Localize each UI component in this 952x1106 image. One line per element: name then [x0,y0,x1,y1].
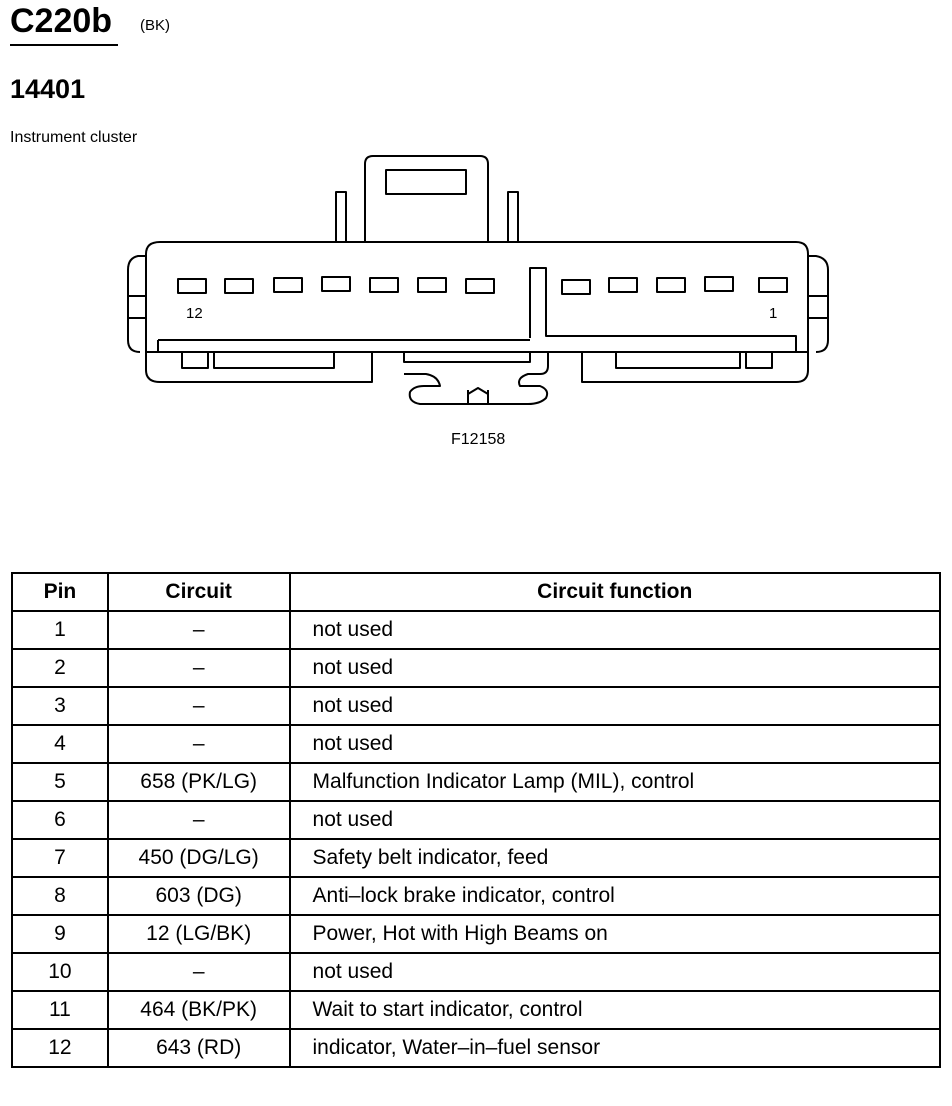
cell-circuit: 12 (LG/BK) [106,914,291,954]
connector-latch-post-left [335,191,347,243]
cell-function: not used [288,800,942,840]
column-header-circuit: Circuit [106,572,291,612]
cell-function: not used [288,952,942,992]
figure-id: F12158 [451,431,506,448]
connector-skirt [145,352,373,383]
table-row: 3–not used [11,686,942,726]
cell-function: indicator, Water–in–fuel sensor [288,1028,942,1068]
cell-function: Power, Hot with High Beams on [288,914,942,954]
pinout-table: Pin Circuit Circuit function 1–not used … [11,572,942,1068]
cell-pin: 2 [11,648,109,688]
cell-pin: 10 [11,952,109,992]
cell-pin: 5 [11,762,109,802]
cell-function: not used [288,724,942,764]
cell-function: not used [288,648,942,688]
table-row: 6–not used [11,800,942,840]
cell-circuit: 643 (RD) [106,1028,291,1068]
connector-key [529,267,797,352]
connector-ear-right [808,255,829,353]
column-header-function: Circuit function [288,572,942,612]
connector-diagram: 12 1 [127,155,829,405]
connector-ear-left [127,255,146,353]
pin-label-12: 12 [186,305,203,322]
cell-pin: 8 [11,876,109,916]
cell-function: not used [288,686,942,726]
table-header-row: Pin Circuit Circuit function [11,572,942,612]
pin-label-1: 1 [769,305,777,322]
cell-function: not used [288,610,942,650]
cell-circuit: – [106,800,291,840]
cell-circuit: – [106,724,291,764]
cell-pin: 12 [11,1028,109,1068]
cell-circuit: – [106,610,291,650]
connector-id: C220b [10,2,113,40]
cell-circuit: 450 (DG/LG) [106,838,291,878]
cell-pin: 11 [11,990,109,1030]
pin-cavities-left [177,276,495,294]
cell-circuit: 658 (PK/LG) [106,762,291,802]
table-row: 10–not used [11,952,942,992]
connector-latch [364,155,489,242]
connector-latch-post-right [507,191,519,243]
color-code: (BK) [140,17,170,34]
table-row: 1–not used [11,610,942,650]
table-row: 2–not used [11,648,942,688]
part-number: 14401 [10,74,86,104]
cell-pin: 9 [11,914,109,954]
pin-cavities-right [561,276,788,295]
cell-pin: 6 [11,800,109,840]
cell-pin: 4 [11,724,109,764]
cell-circuit: – [106,648,291,688]
table-row: 4–not used [11,724,942,764]
cell-function: Malfunction Indicator Lamp (MIL), contro… [288,762,942,802]
cell-pin: 7 [11,838,109,878]
connector-bottom-tab [403,352,549,405]
cell-circuit: – [106,952,291,992]
connector-latch-window [385,169,467,195]
cell-function: Wait to start indicator, control [288,990,942,1030]
cell-circuit: 603 (DG) [106,876,291,916]
cell-function: Anti–lock brake indicator, control [288,876,942,916]
cell-circuit: 464 (BK/PK) [106,990,291,1030]
cell-pin: 3 [11,686,109,726]
title-underline [10,44,118,46]
cell-circuit: – [106,686,291,726]
column-header-pin: Pin [11,572,109,612]
component-description: Instrument cluster [10,129,138,146]
cell-function: Safety belt indicator, feed [288,838,942,878]
cell-pin: 1 [11,610,109,650]
